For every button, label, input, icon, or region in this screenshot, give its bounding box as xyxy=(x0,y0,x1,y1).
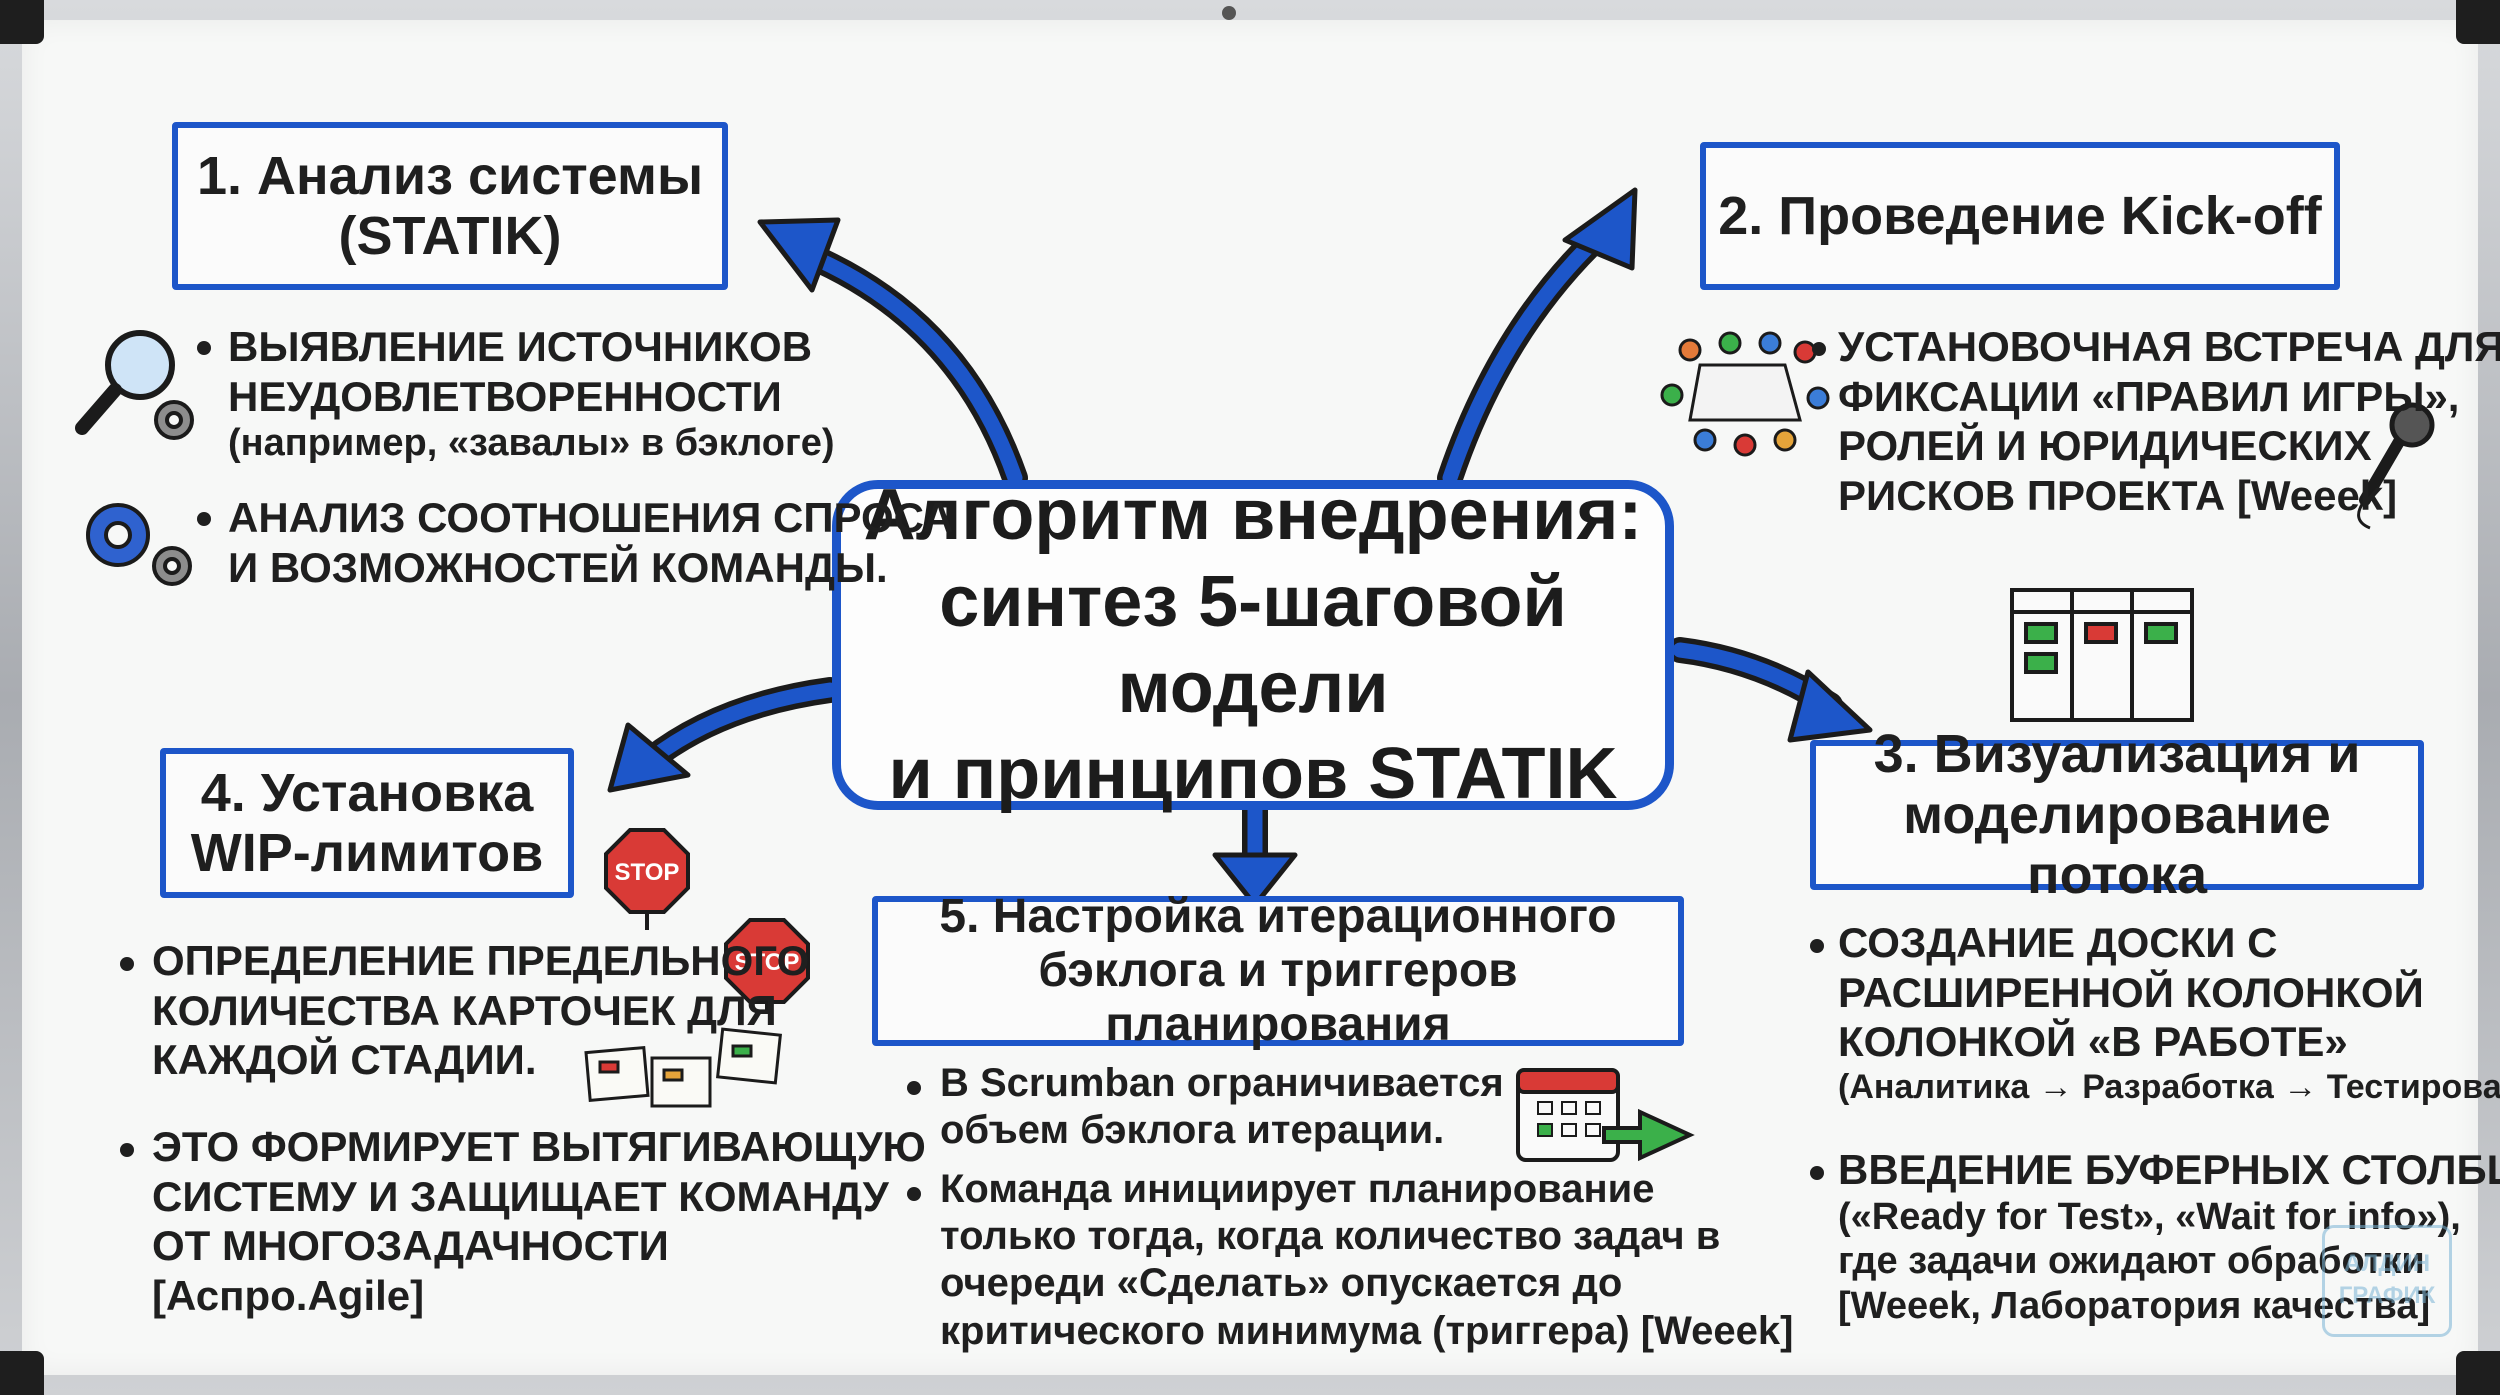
step5-b1-line2: объем бэклога итерации. xyxy=(940,1108,1445,1153)
step2-title-box: 2. Проведение Kick-off xyxy=(1700,142,2340,290)
bullet xyxy=(1810,1166,1824,1180)
step2-b1-line4: РИСКОВ ПРОЕКТА [Weeek] xyxy=(1838,471,2398,519)
step1-b1-line3: (например, «завалы» в бэклоге) xyxy=(228,422,835,465)
step5-title-line2: бэклога и триггеров планирования xyxy=(1038,944,1518,1051)
step3-b1-line1: СОЗДАНИЕ ДОСКИ С xyxy=(1838,919,2278,966)
arrow-to-step1 xyxy=(800,247,1023,486)
hanger-hole xyxy=(1222,6,1236,20)
step3-b1-line2: РАСШИРЕННОЙ КОЛОНКОЙ xyxy=(1838,968,2424,1016)
step4-title-line2: WIP-лимитов xyxy=(190,823,544,883)
step1-title-line1: 1. Анализ системы xyxy=(196,145,704,206)
step5-b1-line1: В Scrumban ограничивается xyxy=(940,1061,1504,1105)
step4-bullet1: ОПРЕДЕЛЕНИЕ ПРЕДЕЛЬНОГО КОЛИЧЕСТВА КАРТО… xyxy=(152,936,809,1085)
step1-title-line2: (STATIK) xyxy=(338,206,562,266)
step5-bullet1: В Scrumban ограничивается объем бэклога … xyxy=(940,1060,1504,1154)
arrowhead-step1 xyxy=(757,217,841,293)
frame-corner-bottom-right xyxy=(2456,1351,2500,1395)
step1-title-box: 1. Анализ системы (STATIK) xyxy=(172,122,728,290)
step3-bullet1: СОЗДАНИЕ ДОСКИ С РАСШИРЕННОЙ КОЛОНКОЙ КО… xyxy=(1838,918,2500,1107)
step2-title: 2. Проведение Kick-off xyxy=(1718,185,2322,246)
step2-b1-line1: УСТАНОВОЧНАЯ ВСТРЕЧА ДЛЯ xyxy=(1838,323,2500,370)
watermark-logo: АЛДИН ГРАФИК xyxy=(2322,1225,2452,1337)
watermark-line2: ГРАФИК xyxy=(2338,1282,2436,1310)
step5-b2-line2: только тогда, когда количество задач в xyxy=(940,1214,1721,1259)
arrowhead-step5 xyxy=(1212,852,1298,908)
central-line1: Алгоритм внедрения: xyxy=(863,475,1643,556)
bullet xyxy=(120,1143,134,1157)
step5-b2-line1: Команда инициирует планирование xyxy=(940,1167,1655,1211)
step4-b1-line1: ОПРЕДЕЛЕНИЕ ПРЕДЕЛЬНОГО xyxy=(152,937,810,984)
arrow-to-step4 xyxy=(642,682,838,768)
step3-bullet2: ВВЕДЕНИЕ БУФЕРНЫХ СТОЛБЦОВ («Ready for T… xyxy=(1838,1145,2500,1329)
step3-title-box: 3. Визуализация и моделирование потока xyxy=(1810,724,2424,905)
step4-b1-line3: КАЖДОЙ СТАДИИ. xyxy=(152,1036,537,1084)
step5-bullet2: Команда инициирует планирование только т… xyxy=(940,1166,1793,1355)
stop-sign-label-1: STOP xyxy=(615,859,680,886)
step3-b2-line3: где задачи ожидают обработки xyxy=(1838,1240,2425,1283)
frame-corner-top-right xyxy=(2456,0,2500,44)
step4-b2-line2: СИСТЕМУ И ЗАЩИЩАЕТ КОМАНДУ xyxy=(152,1172,889,1220)
step4-title-line1: 4. Установка xyxy=(200,762,534,823)
step4-title-box: 4. Установка WIP-лимитов xyxy=(160,748,574,898)
step3-title-line2: моделирование потока xyxy=(1903,784,2331,906)
step2-bullet1: УСТАНОВОЧНАЯ ВСТРЕЧА ДЛЯ ФИКСАЦИИ «ПРАВИ… xyxy=(1838,322,2500,520)
bullet xyxy=(197,341,211,355)
step4-bullet2: ЭТО ФОРМИРУЕТ ВЫТЯГИВАЮЩУЮ СИСТЕМУ И ЗАЩ… xyxy=(152,1122,926,1320)
frame-corner-top-left xyxy=(0,0,44,44)
step5-title-box: 5. Настройка итерационного бэклога и три… xyxy=(872,890,1684,1051)
frame-corner-bottom-left xyxy=(0,1351,44,1395)
step1-b1-line2: НЕУДОВЛЕТВОРЕННОСТИ xyxy=(228,372,782,420)
watermark-line1: АЛДИН xyxy=(2343,1250,2431,1277)
step4-b2-line3: ОТ МНОГОЗАДАЧНОСТИ xyxy=(152,1222,669,1270)
bullet xyxy=(197,512,211,526)
arrowhead-step2 xyxy=(1562,187,1638,271)
step5-b2-line3: очереди «Сделать» опускается до xyxy=(940,1261,1623,1306)
central-line3: и принципов STATIK xyxy=(888,734,1618,815)
bullet xyxy=(907,1187,921,1201)
step2-b1-line2: ФИКСАЦИИ «ПРАВИЛ ИГРЫ», xyxy=(1838,372,2460,420)
arrowhead-step3 xyxy=(1787,669,1873,743)
step3-title-line1: 3. Визуализация и xyxy=(1873,724,2361,785)
step1-b2-line2: И ВОЗМОЖНОСТЕЙ КОМАНДЫ. xyxy=(228,543,888,591)
step5-title-line1: 5. Настройка итерационного xyxy=(939,890,1617,944)
step1-bullet2: АНАЛИЗ СООТНОШЕНИЯ СПРОСА И ВОЗМОЖНОСТЕЙ… xyxy=(228,493,953,592)
arrow-to-step2 xyxy=(1442,227,1608,486)
step3-b2-line2: («Ready for Test», «Wait for info»), xyxy=(1838,1195,2461,1238)
arrowhead-step4 xyxy=(607,722,691,793)
step1-bullet1: ВЫЯВЛЕНИЕ ИСТОЧНИКОВ НЕУДОВЛЕТВОРЕННОСТИ… xyxy=(228,322,835,466)
central-line2: синтез 5-шаговой модели xyxy=(939,561,1567,728)
stop-sign-label-2: STOP xyxy=(735,949,800,976)
step1-b1-line1: ВЫЯВЛЕНИЕ ИСТОЧНИКОВ xyxy=(228,323,813,370)
step1-b2-line1: АНАЛИЗ СООТНОШЕНИЯ СПРОСА xyxy=(228,494,954,541)
bullet xyxy=(1810,939,1824,953)
step3-b1-line3: КОЛОНКОЙ «В РАБОТЕ» xyxy=(1838,1018,2348,1066)
central-topic: Алгоритм внедрения: синтез 5-шаговой мод… xyxy=(832,475,1674,814)
step3-b2-line4: [Weeek, Лаборатория качества] xyxy=(1838,1285,2431,1328)
step3-b1-line4: (Аналитика → Разработка → Тестирование) xyxy=(1838,1067,2500,1106)
step4-b2-line1: ЭТО ФОРМИРУЕТ ВЫТЯГИВАЮЩУЮ xyxy=(152,1123,926,1170)
bullet xyxy=(907,1081,921,1095)
step3-b2-line1: ВВЕДЕНИЕ БУФЕРНЫХ СТОЛБЦОВ xyxy=(1838,1146,2500,1193)
bullet xyxy=(1812,342,1826,356)
step4-b1-line2: КОЛИЧЕСТВА КАРТОЧЕК ДЛЯ xyxy=(152,986,777,1034)
step4-b2-line4: [Аспро.Agile] xyxy=(152,1271,425,1319)
step5-b2-line4: критического минимума (триггера) [Weeek] xyxy=(940,1308,1794,1353)
bullet xyxy=(120,957,134,971)
step2-b1-line3: РОЛЕЙ И ЮРИДИЧЕСКИХ xyxy=(1838,422,2372,470)
